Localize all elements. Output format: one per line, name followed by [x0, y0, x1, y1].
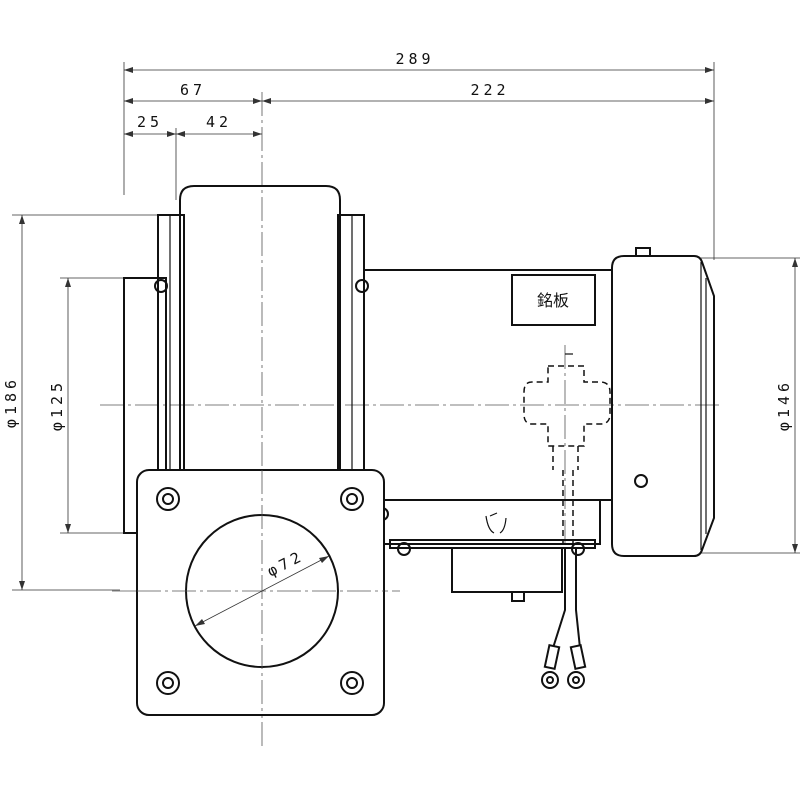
dimension-housing: φ186	[2, 214, 170, 591]
dim-inlet-offset: 25	[137, 113, 163, 131]
motor-body	[364, 269, 613, 501]
outlet-flange: φ72	[136, 469, 385, 716]
motor-base	[375, 499, 601, 602]
ring-terminal-left	[541, 644, 561, 689]
dimension-motor-diameter: φ146	[700, 257, 800, 554]
dimension-inlet-diameter: φ125	[48, 277, 124, 534]
dim-motor-section: 222	[470, 81, 509, 99]
dim-motor-diameter: φ146	[775, 379, 793, 431]
dimension-overall: 289	[123, 50, 715, 260]
dim-flange-center: 42	[206, 113, 232, 131]
nameplate-label: 銘板	[537, 291, 569, 310]
dimension-inlet: 25 42	[124, 113, 262, 200]
nameplate: 銘板	[511, 274, 596, 326]
lead-wires	[541, 548, 587, 689]
dim-housing-diameter: φ186	[2, 376, 20, 428]
dim-overall-length: 289	[395, 50, 434, 68]
dim-inlet-diameter: φ125	[48, 379, 66, 431]
impeller-housing	[154, 185, 369, 471]
dimension-sections: 67 222	[124, 81, 714, 104]
dim-fan-section: 67	[180, 81, 206, 99]
ring-terminal-right	[567, 644, 587, 689]
hidden-terminal-box	[523, 353, 611, 545]
fan-cover	[611, 247, 715, 557]
